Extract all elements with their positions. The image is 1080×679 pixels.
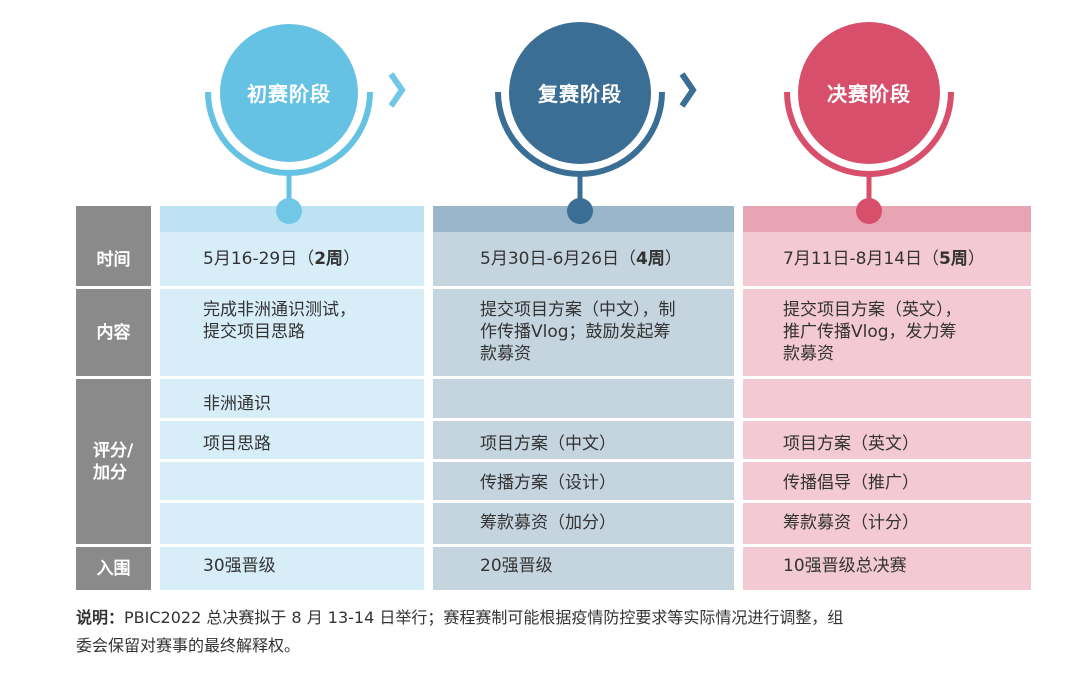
stage-1-score-row — [160, 503, 424, 544]
stage-3-advance-cell: 10强晋级总决赛 — [743, 547, 1031, 590]
stage-2-content-cell: 提交项目方案（中文），制 作传播Vlog；鼓励发起筹 款募资 — [433, 289, 734, 376]
stage-3-score-row: 项目方案（英文） — [743, 421, 1031, 459]
content-line: 提交项目方案（英文）， — [783, 300, 962, 320]
content-line: 款募资 — [783, 344, 834, 364]
row-label-content: 内容 — [76, 289, 151, 376]
stage-2-header-band — [433, 206, 734, 232]
row-label-text: 加分 — [93, 462, 127, 483]
stage-2-score-row: 筹款募资（加分） — [433, 503, 734, 544]
stage-2-score-row: 传播方案（设计） — [433, 462, 734, 500]
score-item: 非洲通识 — [203, 394, 271, 414]
stage-3-header-band — [743, 206, 1031, 232]
content-line: 完成非洲通识测试， — [203, 300, 356, 320]
chevron-right-icon — [388, 72, 406, 108]
content-line: 款募资 — [480, 344, 531, 364]
stage-3-score-row: 传播倡导（推广） — [743, 462, 1031, 500]
stage-2-score-row: 项目方案（中文） — [433, 421, 734, 459]
row-label-scoring: 评分/ 加分 — [76, 379, 151, 544]
stage-1-badge — [205, 24, 373, 205]
stage-1-header-band — [160, 206, 424, 232]
score-item: 项目思路 — [203, 434, 271, 454]
stage-2-title: 复赛阶段 — [538, 82, 622, 106]
row-label-text: 评分/ — [93, 440, 134, 461]
score-item: 项目方案（中文） — [480, 434, 616, 454]
content-line: 作传播Vlog；鼓励发起筹 — [480, 322, 671, 342]
stage-2-advance-cell: 20强晋级 — [433, 547, 734, 590]
stage-1-advance-cell: 30强晋级 — [160, 547, 424, 590]
stage-2-badge — [495, 22, 665, 205]
stage-3-badge — [784, 22, 954, 205]
footnote: 说明：PBIC2022 总决赛拟于 8 月 13-14 日举行；赛程赛制可能根据… — [76, 604, 1036, 660]
stage-graphics — [205, 22, 954, 205]
content-line: 推广传播Vlog，发力筹 — [783, 322, 957, 342]
advance-text: 30强晋级 — [203, 556, 276, 576]
score-item: 筹款募资（加分） — [480, 513, 616, 533]
stage-3-score-row: 筹款募资（计分） — [743, 503, 1031, 544]
score-item: 传播倡导（推广） — [783, 473, 919, 493]
row-label-text: 入围 — [96, 558, 131, 579]
stage-3-content-cell: 提交项目方案（英文）， 推广传播Vlog，发力筹 款募资 — [743, 289, 1031, 376]
stage-1-score-row: 项目思路 — [160, 421, 424, 459]
row-label-text: 内容 — [96, 322, 131, 343]
chevron-right-icon — [679, 72, 697, 108]
stage-1-title: 初赛阶段 — [247, 82, 331, 106]
stage-2-time: 5月30日-6月26日（4周） — [480, 249, 682, 269]
stage-1-time: 5月16-29日（2周） — [203, 249, 361, 269]
stage-2-score-row — [433, 379, 734, 418]
footnote-line-1: 说明：PBIC2022 总决赛拟于 8 月 13-14 日举行；赛程赛制可能根据… — [76, 604, 1036, 632]
content-line: 提交项目思路 — [203, 322, 305, 342]
row-label-text: 时间 — [96, 250, 131, 270]
advance-text: 20强晋级 — [480, 556, 553, 576]
stage-3-title: 决赛阶段 — [827, 82, 911, 106]
stage-2-time-cell: 5月30日-6月26日（4周） — [433, 232, 734, 286]
content-line: 提交项目方案（中文），制 — [480, 300, 676, 320]
footnote-label: 说明： — [76, 608, 125, 627]
advance-text: 10强晋级总决赛 — [783, 556, 907, 576]
stage-3-time: 7月11日-8月14日（5周） — [783, 249, 985, 269]
footnote-line-2: 委会保留对赛事的最终解释权。 — [76, 636, 301, 655]
row-label-advance: 入围 — [76, 547, 151, 590]
score-item: 项目方案（英文） — [783, 434, 919, 454]
row-label-time: 时间 — [76, 206, 151, 286]
stage-1-score-row: 非洲通识 — [160, 379, 424, 418]
stage-3-time-cell: 7月11日-8月14日（5周） — [743, 232, 1031, 286]
stage-1-time-cell: 5月16-29日（2周） — [160, 232, 424, 286]
stage-1-content-cell: 完成非洲通识测试， 提交项目思路 — [160, 289, 424, 376]
score-item: 筹款募资（计分） — [783, 513, 919, 533]
score-item: 传播方案（设计） — [480, 473, 616, 493]
stage-1-score-row — [160, 462, 424, 500]
stage-3-score-row — [743, 379, 1031, 418]
footnote-text: PBIC2022 总决赛拟于 8 月 13-14 日举行；赛程赛制可能根据疫情防… — [124, 608, 844, 627]
